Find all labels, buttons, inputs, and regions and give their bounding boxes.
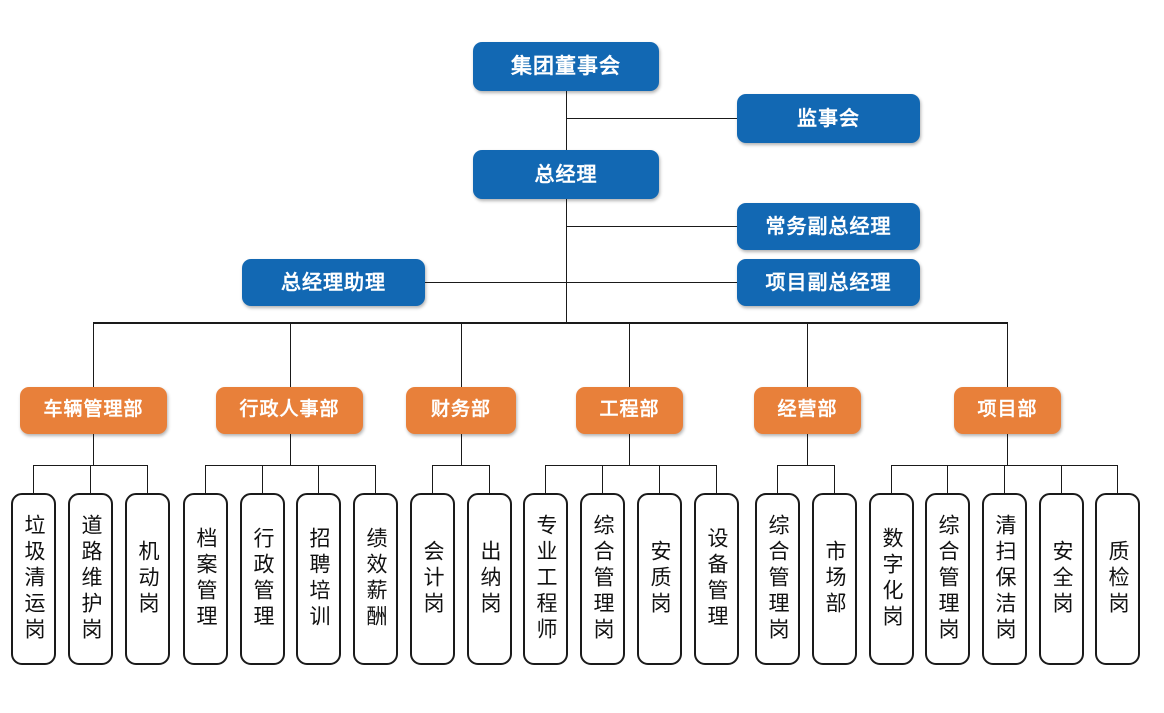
connector-dept-5-drop-4	[1117, 465, 1118, 493]
node-department-3[interactable]: 工程部	[576, 387, 683, 434]
node-department-5[interactable]: 项目部	[954, 387, 1061, 434]
leaf-position-3-1[interactable]: 综合管理岗	[580, 493, 625, 665]
connector-dept-2-stem	[461, 434, 462, 465]
leaf-position-1-3[interactable]: 绩效薪酬	[353, 493, 398, 665]
position-label: 会计岗	[421, 540, 444, 618]
connector-bus-to-dept-4	[807, 322, 808, 387]
leaf-position-5-2[interactable]: 清扫保洁岗	[982, 493, 1027, 665]
node-department-1[interactable]: 行政人事部	[216, 387, 363, 434]
connector-gm-spine-to-supervisory	[566, 118, 737, 119]
node-group-board[interactable]: 集团董事会	[473, 42, 659, 91]
position-label: 专业工程师	[534, 514, 557, 644]
connector-dept-5-drop-1	[947, 465, 948, 493]
position-label: 出纳岗	[478, 540, 501, 618]
connector-dept-5-stem	[1007, 434, 1008, 465]
leaf-position-3-2[interactable]: 安质岗	[637, 493, 682, 665]
connector-board-to-gm	[566, 91, 567, 150]
leaf-position-5-1[interactable]: 综合管理岗	[925, 493, 970, 665]
position-label: 安全岗	[1050, 540, 1073, 618]
node-general-manager[interactable]: 总经理	[473, 150, 659, 199]
position-label: 市场部	[823, 540, 846, 618]
position-label: 清扫保洁岗	[993, 514, 1016, 644]
leaf-position-1-1[interactable]: 行政管理	[240, 493, 285, 665]
node-project-vice-gm[interactable]: 项目副总经理	[737, 259, 920, 306]
position-label: 行政管理	[251, 527, 274, 631]
position-label: 道路维护岗	[79, 514, 102, 644]
leaf-position-5-0[interactable]: 数字化岗	[869, 493, 914, 665]
position-label: 档案管理	[194, 527, 217, 631]
node-executive-vice-gm[interactable]: 常务副总经理	[737, 203, 920, 250]
leaf-position-3-3[interactable]: 设备管理	[694, 493, 739, 665]
connector-dept-3-drop-0	[545, 465, 546, 493]
connector-dept-3-bar	[545, 465, 716, 466]
leaf-position-5-4[interactable]: 质检岗	[1095, 493, 1140, 665]
connector-dept-1-drop-2	[318, 465, 319, 493]
connector-dept-4-stem	[807, 434, 808, 465]
connector-dept-2-bar	[432, 465, 489, 466]
leaf-position-4-1[interactable]: 市场部	[812, 493, 857, 665]
position-label: 综合管理岗	[936, 514, 959, 644]
leaf-position-1-0[interactable]: 档案管理	[183, 493, 228, 665]
position-label: 垃圾清运岗	[22, 514, 45, 644]
connector-dept-1-drop-3	[375, 465, 376, 493]
connector-dept-0-drop-0	[33, 465, 34, 493]
connector-dept-1-stem	[290, 434, 291, 465]
connector-dept-1-drop-1	[262, 465, 263, 493]
connector-dept-0-drop-1	[90, 465, 91, 493]
leaf-position-0-2[interactable]: 机动岗	[125, 493, 170, 665]
position-label: 绩效薪酬	[364, 527, 387, 631]
connector-dept-3-drop-3	[716, 465, 717, 493]
connector-dept-4-bar	[777, 465, 834, 466]
leaf-position-5-3[interactable]: 安全岗	[1039, 493, 1084, 665]
node-department-4[interactable]: 经营部	[754, 387, 861, 434]
leaf-position-2-0[interactable]: 会计岗	[410, 493, 455, 665]
leaf-position-2-1[interactable]: 出纳岗	[467, 493, 512, 665]
connector-gm-to-project-vice-gm	[566, 282, 737, 283]
connector-bus-to-dept-5	[1007, 322, 1008, 387]
connector-bus-to-dept-1	[290, 322, 291, 387]
leaf-position-4-0[interactable]: 综合管理岗	[755, 493, 800, 665]
connector-gm-to-dept-bus	[566, 199, 567, 323]
leaf-position-0-0[interactable]: 垃圾清运岗	[11, 493, 56, 665]
connector-dept-3-stem	[629, 434, 630, 465]
connector-bus-to-dept-0	[93, 322, 94, 387]
connector-dept-1-drop-0	[205, 465, 206, 493]
connector-dept-5-drop-2	[1004, 465, 1005, 493]
connector-dept-2-drop-0	[432, 465, 433, 493]
connector-dept-2-drop-1	[489, 465, 490, 493]
connector-gm-to-gm-assistant	[425, 282, 566, 283]
connector-gm-to-executive-vice-gm	[566, 226, 737, 227]
connector-bus-to-dept-3	[629, 322, 630, 387]
connector-dept-4-drop-0	[777, 465, 778, 493]
node-supervisory-board[interactable]: 监事会	[737, 94, 920, 143]
position-label: 设备管理	[705, 527, 728, 631]
connector-bus-to-dept-2	[461, 322, 462, 387]
leaf-position-1-2[interactable]: 招聘培训	[296, 493, 341, 665]
node-gm-assistant[interactable]: 总经理助理	[242, 259, 425, 306]
node-department-0[interactable]: 车辆管理部	[20, 387, 167, 434]
position-label: 综合管理岗	[591, 514, 614, 644]
position-label: 机动岗	[136, 540, 159, 618]
connector-dept-5-drop-3	[1061, 465, 1062, 493]
position-label: 安质岗	[648, 540, 671, 618]
position-label: 质检岗	[1106, 540, 1129, 618]
position-label: 招聘培训	[307, 527, 330, 631]
connector-dept-1-bar	[205, 465, 375, 466]
connector-dept-0-drop-2	[147, 465, 148, 493]
connector-dept-3-drop-1	[602, 465, 603, 493]
position-label: 数字化岗	[880, 527, 903, 631]
node-department-2[interactable]: 财务部	[406, 387, 516, 434]
connector-dept-0-stem	[93, 434, 94, 465]
connector-dept-3-drop-2	[659, 465, 660, 493]
connector-dept-5-drop-0	[891, 465, 892, 493]
leaf-position-3-0[interactable]: 专业工程师	[523, 493, 568, 665]
position-label: 综合管理岗	[766, 514, 789, 644]
department-bus-line	[93, 322, 1008, 324]
leaf-position-0-1[interactable]: 道路维护岗	[68, 493, 113, 665]
connector-dept-4-drop-1	[834, 465, 835, 493]
